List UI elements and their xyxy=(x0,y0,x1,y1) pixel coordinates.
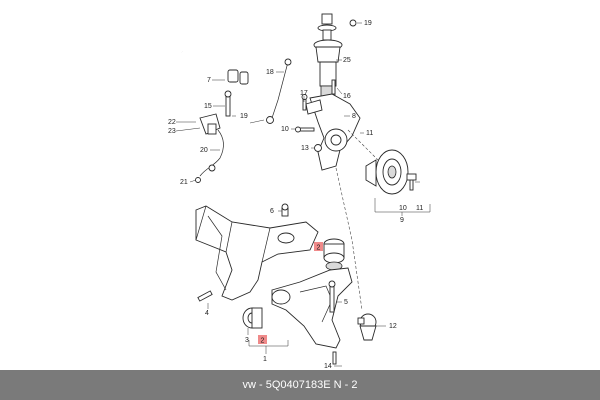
coupling-rod-18 xyxy=(266,58,292,124)
callout-23: 23 xyxy=(168,128,176,135)
callout-10-left: 10 xyxy=(281,126,289,133)
callout-6: 6 xyxy=(270,208,274,215)
callout-2-upper: 2 xyxy=(317,245,321,252)
callout-14: 14 xyxy=(324,363,332,370)
callout-2-lower: 2 xyxy=(261,338,265,345)
wheel-hub xyxy=(365,149,409,195)
leader-lines xyxy=(175,22,431,367)
assembly-line-knuckle-balljoint xyxy=(335,167,363,311)
bolt-14 xyxy=(332,351,337,365)
bolt-10 xyxy=(295,126,315,133)
bolt-6 xyxy=(281,203,289,217)
part-number-text: vw - 5Q0407183E N - 2 xyxy=(242,379,358,391)
callout-3: 3 xyxy=(245,337,249,344)
callout-21: 21 xyxy=(180,179,188,186)
stabilizer-bar xyxy=(181,51,272,119)
callout-12: 12 xyxy=(389,323,397,330)
callout-18: 18 xyxy=(266,69,274,76)
callout-16: 16 xyxy=(343,93,351,100)
assembly-line-knuckle-hub xyxy=(347,129,379,161)
callout-8: 8 xyxy=(352,113,356,120)
hub-bolt-11 xyxy=(406,173,417,191)
bolt-4 xyxy=(197,290,213,302)
callout-25: 25 xyxy=(343,57,351,64)
callout-13: 13 xyxy=(301,145,309,152)
steering-knuckle xyxy=(305,93,361,171)
callout-19-left: 19 xyxy=(240,113,248,120)
callout-11-right: 11 xyxy=(416,205,423,212)
callout-4: 4 xyxy=(205,310,209,317)
callout-9: 9 xyxy=(400,217,404,224)
bolt-5 xyxy=(328,280,336,313)
callout-5: 5 xyxy=(344,299,348,306)
rear-bushing-2 xyxy=(323,238,345,271)
bolt-17 xyxy=(301,94,308,111)
part-number-footer: vw - 5Q0407183E N - 2 xyxy=(0,370,600,400)
subframe xyxy=(195,205,319,301)
callout-11: 11 xyxy=(366,130,373,137)
nut-13 xyxy=(314,144,322,152)
bolt-16 xyxy=(331,79,336,95)
callout-1: 1 xyxy=(263,356,267,363)
highlight-marker-upper xyxy=(314,242,323,251)
strut-assembly xyxy=(313,13,343,97)
bolt-15 xyxy=(224,90,232,117)
callout-7: 7 xyxy=(207,77,211,84)
callout-22: 22 xyxy=(168,119,176,126)
callout-17: 17 xyxy=(300,90,308,97)
front-bushing-3 xyxy=(242,307,263,329)
strut-nut-19 xyxy=(349,19,357,27)
callout-10-right: 10 xyxy=(399,205,407,212)
ball-joint-12 xyxy=(357,313,377,341)
speed-sensor-bracket xyxy=(195,113,224,183)
callout-19-top: 19 xyxy=(364,20,372,27)
callout-20: 20 xyxy=(200,147,208,154)
highlight-marker-lower xyxy=(258,335,267,344)
control-arm xyxy=(271,267,353,349)
callout-15: 15 xyxy=(204,103,212,110)
